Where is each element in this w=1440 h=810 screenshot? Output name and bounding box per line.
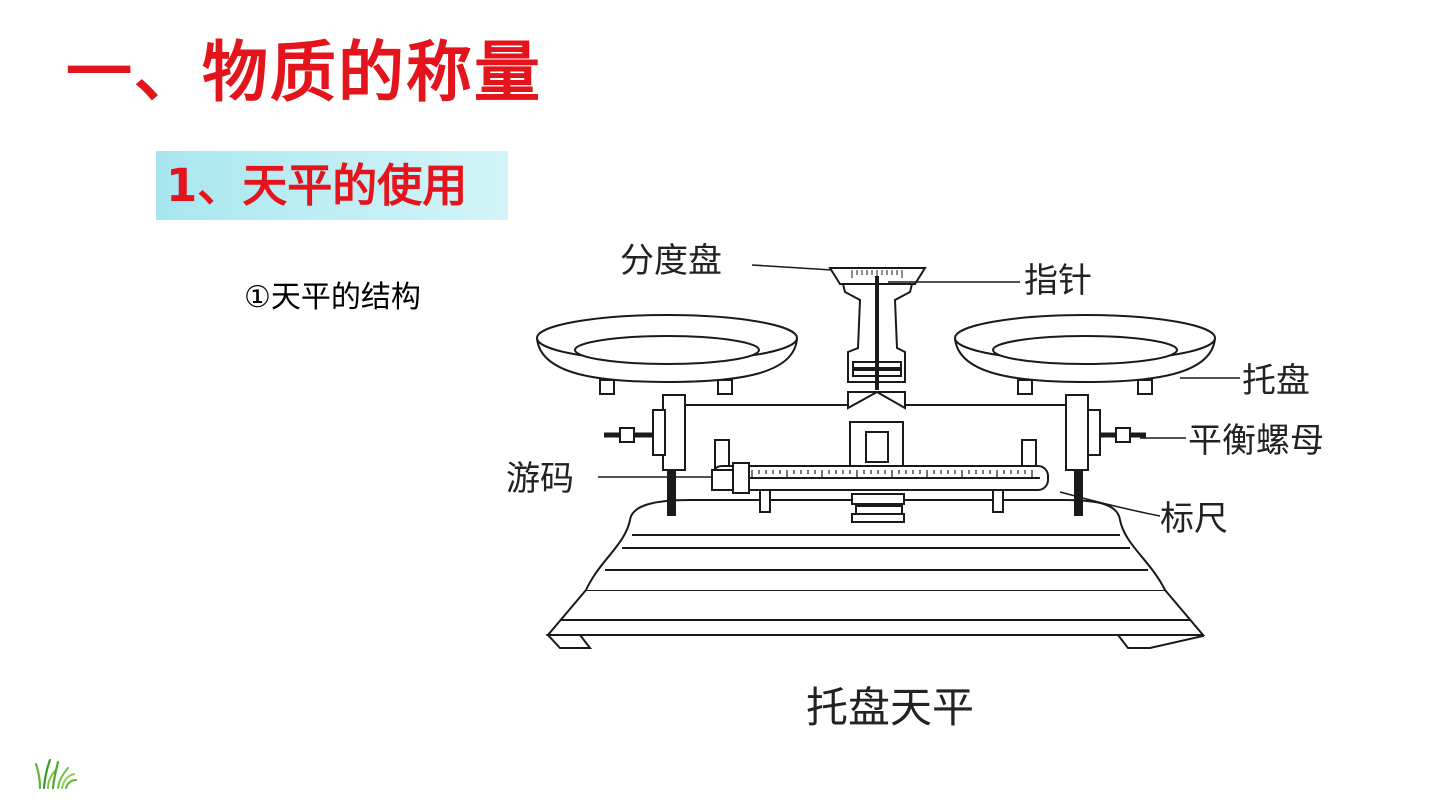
- label-scale-bar: 标尺: [1160, 499, 1228, 539]
- slide-title: 一、物质的称量: [66, 34, 542, 111]
- right-pan: [954, 314, 1216, 395]
- label-pan: 托盘: [1242, 361, 1310, 401]
- section-label: ①天平的结构: [244, 280, 421, 315]
- left-pan: [536, 314, 798, 395]
- subtitle-banner: 1、天平的使用: [156, 151, 508, 220]
- label-rider: 游码: [506, 459, 574, 499]
- subtitle-text: 1、天平的使用: [166, 159, 468, 212]
- grass-icon: [34, 758, 77, 790]
- right-pillar: [1065, 394, 1146, 516]
- base: [545, 499, 1206, 649]
- label-pointer: 指针: [1024, 261, 1092, 301]
- left-pillar: [604, 394, 686, 516]
- balance-diagram: 分度盘 指针 托盘 平衡螺母 游码 标尺 托盘天平: [506, 241, 1324, 732]
- central-post: [847, 390, 906, 523]
- label-balance-nut: 平衡螺母: [1188, 421, 1324, 461]
- diagram-caption: 托盘天平: [806, 683, 974, 732]
- rider: [732, 462, 750, 494]
- label-dial: 分度盘: [620, 241, 722, 281]
